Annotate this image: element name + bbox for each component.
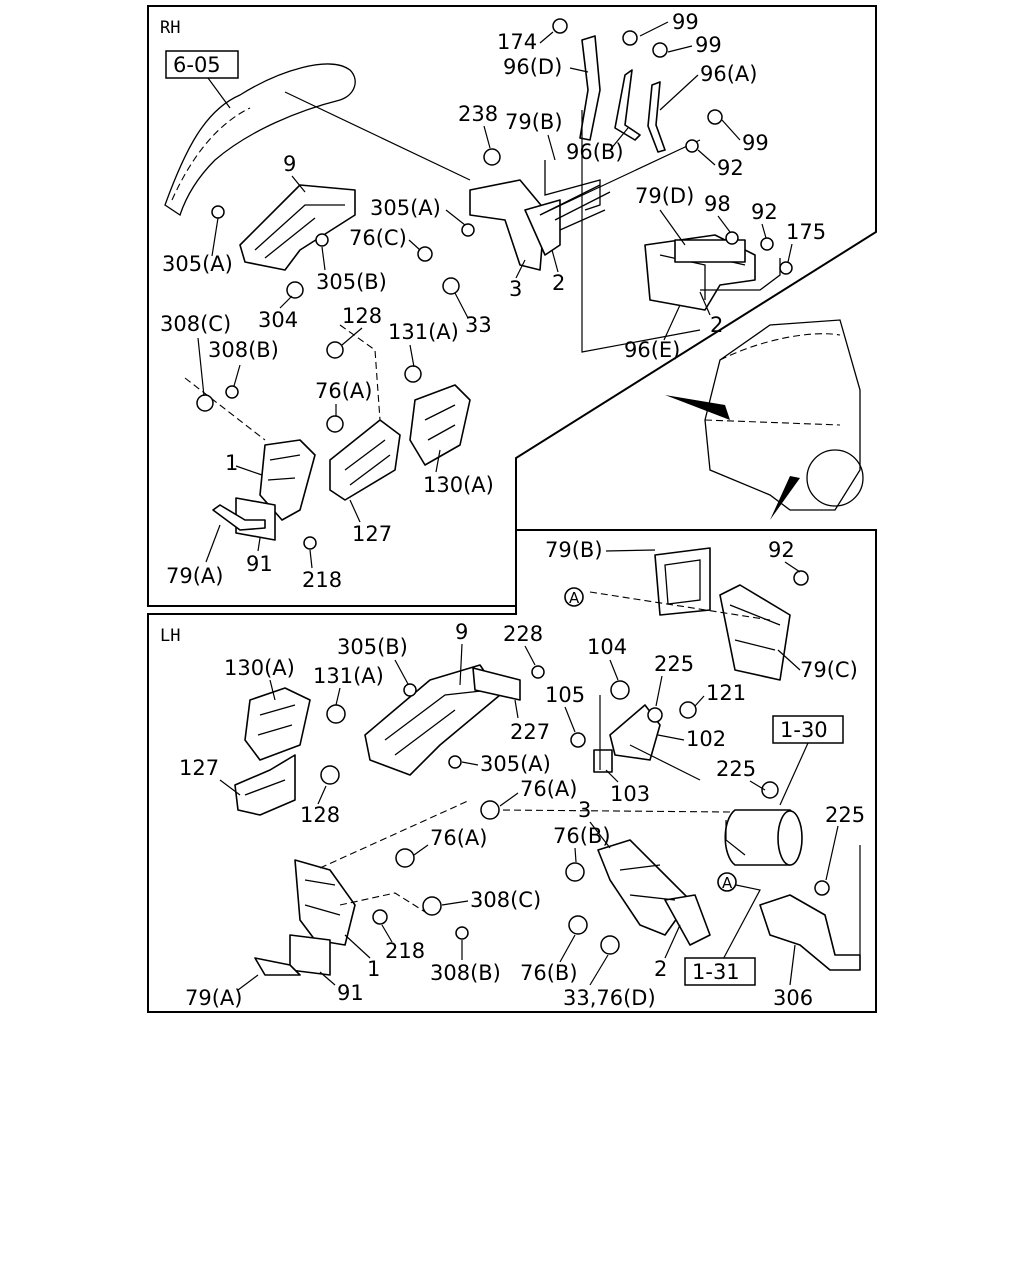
lh-frame	[147, 529, 877, 1013]
label-99-top: 99	[672, 10, 699, 34]
label-lh-305a: 305(A)	[480, 752, 551, 776]
ref-6-05: 6-05	[173, 53, 221, 77]
label-lh-76a-lower: 76(A)	[430, 826, 487, 850]
label-lh-130a: 130(A)	[224, 656, 295, 680]
ref-box-1-30	[772, 715, 844, 744]
label-lh-227: 227	[510, 720, 550, 744]
label-79a: 79(A)	[166, 564, 223, 588]
label-96e: 96(E)	[624, 338, 680, 362]
label-127: 127	[352, 522, 392, 546]
label-lh-76b-lower: 76(B)	[520, 961, 578, 985]
label-76a: 76(A)	[315, 379, 372, 403]
label-99-mid: 99	[695, 33, 722, 57]
label-lh-225c: 225	[825, 803, 865, 827]
label-3: 3	[509, 277, 522, 301]
label-lh-127: 127	[179, 756, 219, 780]
label-lh-79a: 79(A)	[185, 986, 242, 1010]
label-33: 33	[465, 313, 492, 337]
label-2-lower: 2	[710, 313, 723, 337]
label-304: 304	[258, 308, 298, 332]
label-lh-102: 102	[686, 727, 726, 751]
label-lh-121: 121	[706, 681, 746, 705]
label-308c: 308(C)	[160, 312, 231, 336]
ref-box-6-05	[165, 50, 239, 79]
label-lh-305b: 305(B)	[337, 635, 408, 659]
label-130a: 130(A)	[423, 473, 494, 497]
label-92-right: 92	[751, 200, 778, 224]
label-131a: 131(A)	[388, 320, 459, 344]
label-238: 238	[458, 102, 498, 126]
lh-drawing: A A 1-30 1-31	[234, 547, 861, 986]
ref-1-31: 1-31	[692, 960, 740, 984]
label-lh-76b-upper: 76(B)	[553, 824, 611, 848]
label-218: 218	[302, 568, 342, 592]
rh-frame	[147, 5, 877, 607]
rh-drawing: 6-05	[164, 18, 864, 550]
label-lh-308b: 308(B)	[430, 961, 501, 985]
label-lh-225a: 225	[654, 652, 694, 676]
marker-a-upper: A	[569, 589, 580, 607]
label-175: 175	[786, 220, 826, 244]
label-lh-225b: 225	[716, 757, 756, 781]
label-lh-218: 218	[385, 939, 425, 963]
label-308b: 308(B)	[208, 338, 279, 362]
label-lh-9: 9	[455, 620, 468, 644]
label-lh-103: 103	[610, 782, 650, 806]
label-9: 9	[283, 152, 296, 176]
label-99-right: 99	[742, 131, 769, 155]
section-label-lh: LH	[160, 626, 180, 646]
ref-1-30: 1-30	[780, 718, 828, 742]
label-lh-104: 104	[587, 635, 627, 659]
label-lh-79b: 79(B)	[545, 538, 603, 562]
section-label-rh: RH	[160, 18, 180, 38]
label-lh-131a: 131(A)	[313, 664, 384, 688]
label-79b: 79(B)	[505, 110, 563, 134]
label-lh-1: 1	[367, 957, 380, 981]
label-2-upper: 2	[552, 271, 565, 295]
label-1: 1	[225, 451, 238, 475]
ref-box-1-31	[684, 957, 756, 986]
label-lh-3: 3	[578, 798, 591, 822]
lh-labels: 79(B) 92 79(C) 305(B) 9 228 130(A) 131(A…	[179, 538, 865, 1010]
label-98: 98	[704, 192, 731, 216]
label-96d: 96(D)	[503, 55, 562, 79]
label-92-top: 92	[717, 156, 744, 180]
label-305b: 305(B)	[316, 270, 387, 294]
label-lh-308c: 308(C)	[470, 888, 541, 912]
label-79d: 79(D)	[635, 184, 694, 208]
label-128: 128	[342, 304, 382, 328]
label-lh-76a-upper: 76(A)	[520, 777, 577, 801]
label-lh-91: 91	[337, 981, 364, 1005]
label-91: 91	[246, 552, 273, 576]
label-lh-228: 228	[503, 622, 543, 646]
label-96b: 96(B)	[566, 140, 624, 164]
label-lh-79c: 79(C)	[800, 658, 858, 682]
label-lh-33-76d: 33,76(D)	[563, 986, 656, 1010]
label-96a: 96(A)	[700, 62, 757, 86]
label-lh-128: 128	[300, 803, 340, 827]
marker-a-lower: A	[722, 874, 733, 892]
label-lh-306: 306	[773, 986, 813, 1010]
label-305a-left: 305(A)	[162, 252, 233, 276]
rh-labels: 174 99 99 96(D) 96(A) 238 79(B) 96(B) 99…	[160, 10, 826, 592]
label-lh-105: 105	[545, 683, 585, 707]
label-174: 174	[497, 30, 537, 54]
label-76c: 76(C)	[349, 226, 407, 250]
label-lh-92: 92	[768, 538, 795, 562]
label-lh-2: 2	[654, 957, 667, 981]
label-305a-upper: 305(A)	[370, 196, 441, 220]
